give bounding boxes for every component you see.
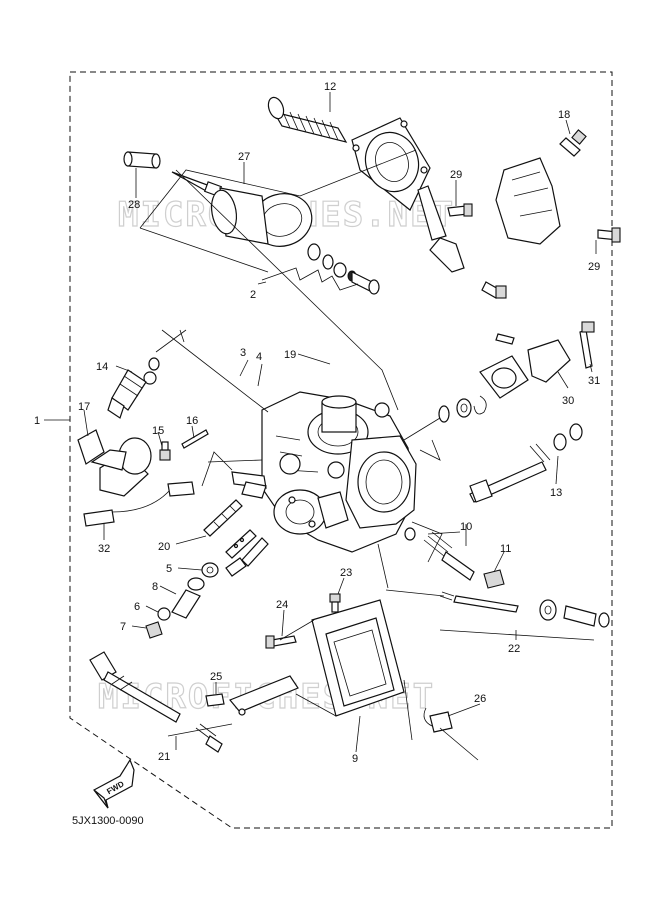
callout-30: 30 xyxy=(562,395,574,407)
shaft-13 xyxy=(469,423,583,503)
assembly-boundary xyxy=(69,71,613,829)
vacuum-chamber-group xyxy=(123,96,621,299)
callout-31: 31 xyxy=(588,375,600,387)
callout-27: 27 xyxy=(238,151,250,163)
callout-25: 25 xyxy=(210,671,222,683)
callout-26: 26 xyxy=(474,693,486,705)
callout-3: 3 xyxy=(240,347,246,359)
screw-18 xyxy=(559,129,587,157)
screw-29-upper xyxy=(447,203,473,217)
callout-17: 17 xyxy=(78,401,90,413)
pin-16 xyxy=(181,429,209,449)
callout-19: 19 xyxy=(284,349,296,361)
drawing-code: 5JX1300-0090 xyxy=(72,815,144,827)
callout-14: 14 xyxy=(96,361,108,373)
callout-10: 10 xyxy=(460,521,472,533)
needle-diaphragm-part xyxy=(171,171,313,247)
bushing-28-part xyxy=(123,151,161,169)
callout-24: 24 xyxy=(276,599,288,611)
fwd-arrow-icon xyxy=(93,758,135,809)
callout-12: 12 xyxy=(324,81,336,93)
callout-22: 22 xyxy=(508,643,520,655)
callout-1: 1 xyxy=(34,415,40,427)
plunger-10 xyxy=(404,527,475,581)
plug-11 xyxy=(483,569,505,589)
callout-29-lower: 29 xyxy=(588,261,600,273)
screw-24 xyxy=(265,635,297,649)
callout-29-upper: 29 xyxy=(450,169,462,181)
ring-6 xyxy=(157,607,171,621)
washer-5 xyxy=(201,562,219,578)
shaft-22 xyxy=(439,591,610,628)
callout-28: 28 xyxy=(128,199,140,211)
callout-9: 9 xyxy=(352,753,358,765)
callout-11: 11 xyxy=(500,543,511,555)
callout-2: 2 xyxy=(250,289,256,301)
callout-6: 6 xyxy=(134,601,140,613)
nut-7 xyxy=(145,621,163,639)
float-bowl-9 xyxy=(311,599,405,717)
callout-7: 7 xyxy=(120,621,126,633)
carburetor-body-part xyxy=(261,391,417,553)
cable-26 xyxy=(423,707,479,761)
assembly-lines xyxy=(139,149,445,741)
bracket-25 xyxy=(205,675,299,716)
callout-8: 8 xyxy=(152,581,158,593)
pilot-jet xyxy=(225,529,269,577)
callout-4: 4 xyxy=(256,351,262,363)
callout-leaders xyxy=(44,92,597,753)
spring-12-part xyxy=(267,96,348,143)
callout-5: 5 xyxy=(166,563,172,575)
callout-23: 23 xyxy=(340,567,352,579)
callout-13: 13 xyxy=(550,487,562,499)
nozzle-8 xyxy=(171,577,205,619)
throttle-sensor-30 xyxy=(479,333,571,399)
cap-17 xyxy=(77,429,152,497)
screw-31 xyxy=(579,321,595,369)
callout-20: 20 xyxy=(158,541,170,553)
screw-23 xyxy=(329,593,341,613)
callout-21: 21 xyxy=(158,751,170,763)
callout-18: 18 xyxy=(558,109,570,121)
screw-29-lower xyxy=(597,227,621,243)
washers-right xyxy=(438,395,487,423)
bolt-lower-bracket xyxy=(481,281,507,299)
kit-2-rings xyxy=(307,243,380,295)
callout-16: 16 xyxy=(186,415,198,427)
starter-plunger-14 xyxy=(107,357,160,419)
tube-32 xyxy=(83,481,195,527)
cable-21 xyxy=(89,651,223,753)
jet-20 xyxy=(203,499,243,537)
bracket-parts xyxy=(417,157,561,273)
throttle-shaft-parts xyxy=(231,471,267,499)
callout-15: 15 xyxy=(152,425,164,437)
chamber-cover-part xyxy=(351,117,431,211)
callout-32: 32 xyxy=(98,543,110,555)
